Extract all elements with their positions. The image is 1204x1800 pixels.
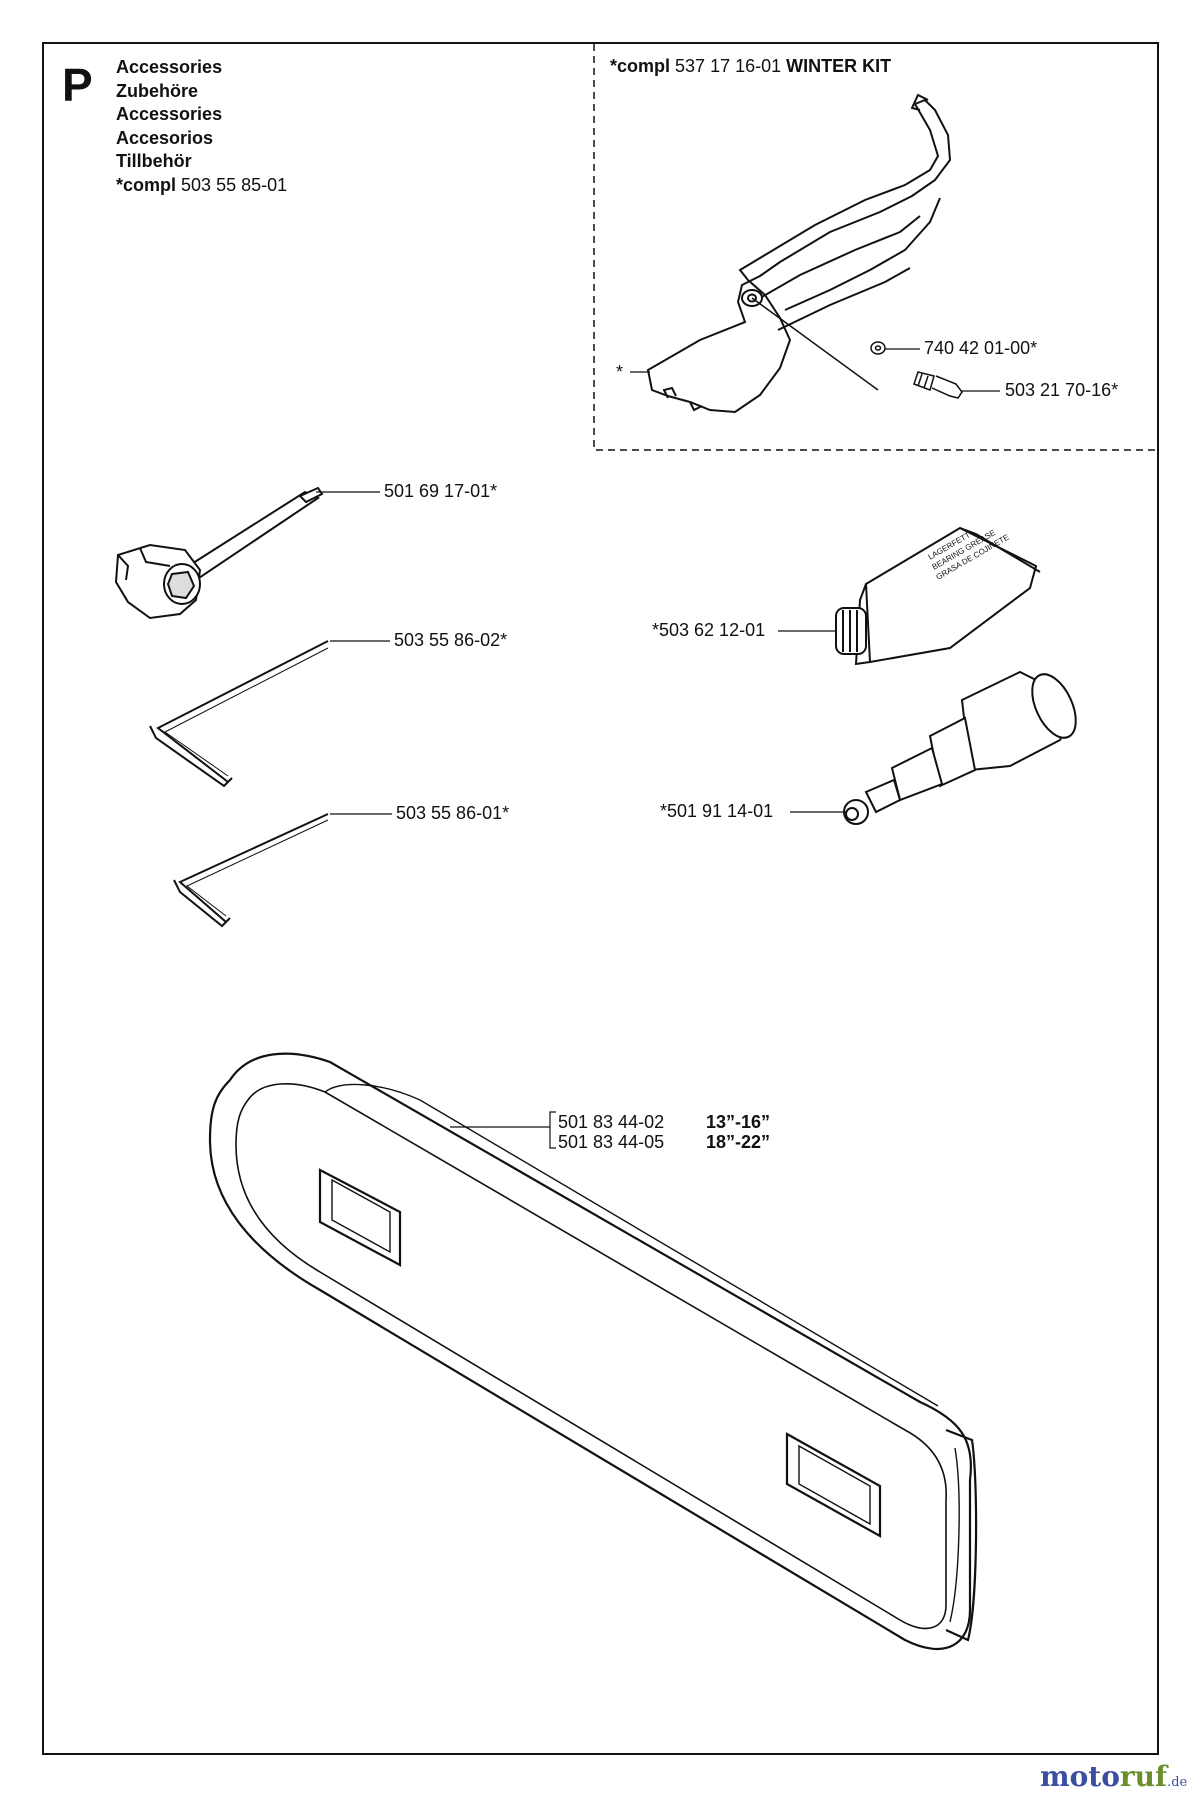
winter-kit-name: WINTER KIT [786,56,892,76]
bar-cover-size-1: 13”-16” [706,1112,771,1132]
section-title-list: Accessories Zubehöre Accessories Accesor… [116,56,287,197]
grease-gun-drawing [843,670,1077,825]
section-compl-prefix: *compl [116,174,177,195]
motoruf-watermark-logo: motoruf.de [1040,1760,1188,1793]
section-compl-line: *compl 503 55 85-01 [116,174,287,198]
hex-key-small-drawing [173,813,329,928]
section-title-sv: Tillbehör [116,151,192,171]
bar-cover-number-1: 501 83 44-02 [558,1112,665,1132]
winter-kit-compl-prefix: *compl [610,56,671,76]
winter-kit-title: *compl 537 17 16-01 WINTER KIT [610,56,891,77]
part-label-grease-gun: *501 91 14-01 [660,801,774,821]
section-title-en: Accessories [116,57,223,77]
winter-kit-dashed-border [593,44,1157,451]
hex-key-large-drawing [149,640,329,788]
part-label-grease-tube: *503 62 12-01 [652,620,766,640]
section-compl-number: 503 55 85-01 [181,174,288,195]
part-label-washer: 740 42 01-00* [924,338,1038,358]
bar-cover-bracket [549,1111,556,1149]
combi-wrench-drawing [114,486,324,620]
winter-kit-cover-drawing [646,93,952,414]
bar-cover-drawing [208,1052,978,1650]
bar-cover-number-2: 501 83 44-05 [558,1132,665,1152]
section-title-de: Zubehöre [116,80,199,101]
part-label-hex-key-small: 503 55 86-01* [396,803,510,823]
winter-kit-hardware-drawing [751,297,963,399]
part-label-screw: 503 21 70-16* [1005,380,1119,400]
diagram-frame [42,42,1159,1755]
section-title-es: Accesorios [116,127,214,148]
part-label-combi-wrench: 501 69 17-01* [384,481,498,501]
bar-cover-size-2: 18”-22” [706,1132,771,1152]
winter-kit-number: 537 17 16-01 [675,56,782,76]
grease-tube-drawing [835,526,1041,666]
winter-kit-cover-label: * [616,362,624,382]
section-title-fr: Accessories [116,104,223,124]
section-letter: P [62,59,93,111]
part-label-hex-key-large: 503 55 86-02* [394,630,508,650]
